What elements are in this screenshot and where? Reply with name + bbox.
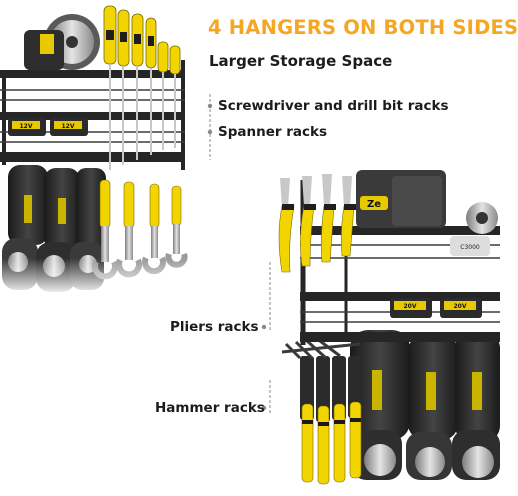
callout-hammer-racks: Hammer racks (155, 400, 265, 416)
left-rack-frame (0, 60, 185, 170)
screwdriver-set (103, 5, 181, 170)
callout-screwdriver-racks: Screwdriver and drill bit racks (218, 98, 449, 114)
drill-group-right (350, 330, 500, 480)
battery-label: 12V (62, 123, 75, 130)
callout-leader-lines (207, 94, 271, 415)
battery-label: 12V (20, 123, 33, 130)
battery-row-right: 20V 20V (390, 298, 482, 318)
tool-case: Ze C3000 (356, 170, 498, 256)
callout-spanner-racks: Spanner racks (218, 124, 328, 140)
left-rack-illustration: 12V 12V (0, 5, 190, 292)
drill-brand-mark: Ze (367, 199, 381, 210)
pliers-set (278, 174, 356, 273)
hammer-set (300, 356, 362, 485)
headline: 4 HANGERS ON BOTH SIDES (208, 16, 518, 39)
circular-saw (24, 14, 100, 70)
battery-row-left: 12V 12V (8, 118, 88, 136)
product-scene: 12V 12V (0, 5, 500, 485)
callout-pliers-racks: Pliers racks (170, 319, 259, 335)
battery-label: 20V (454, 303, 467, 310)
hammer-hanger (281, 336, 361, 360)
subhead: Larger Storage Space (209, 52, 393, 70)
right-rack-illustration: Ze C3000 20V 20V (278, 170, 500, 485)
saw-label: C3000 (460, 244, 480, 251)
battery-label: 20V (404, 303, 417, 310)
